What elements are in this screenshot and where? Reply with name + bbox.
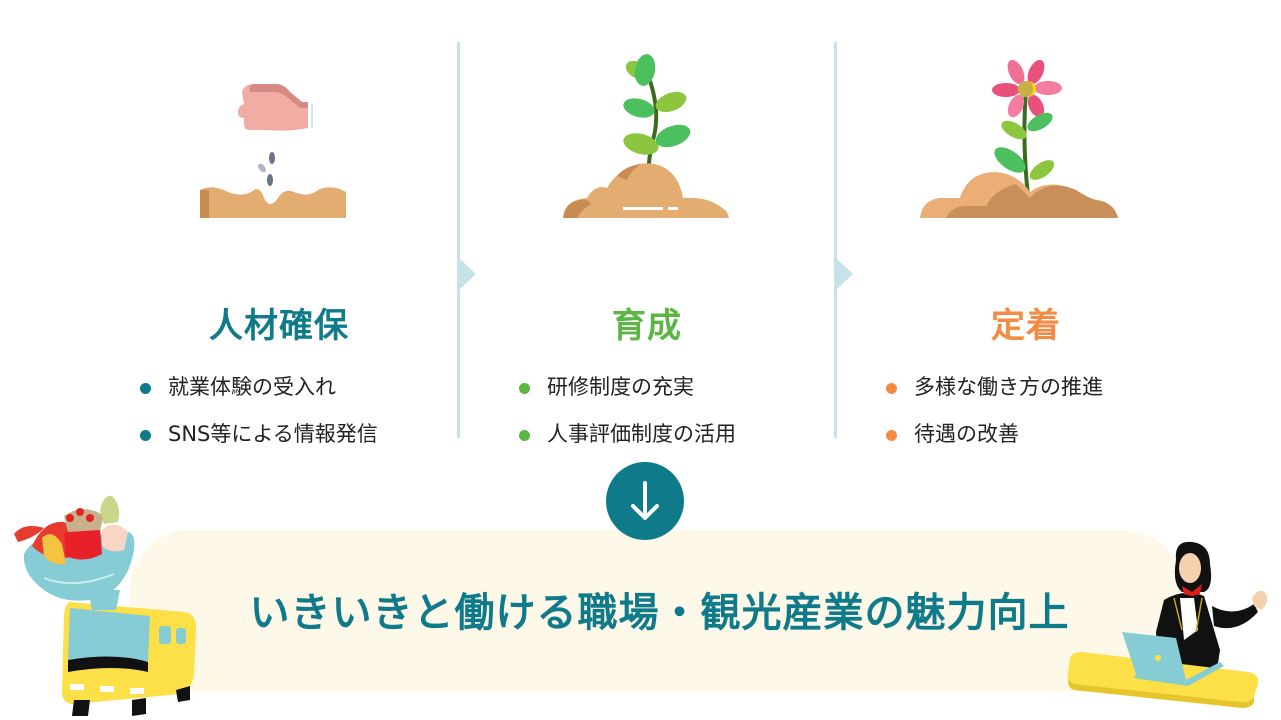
stage-title: 人材確保 — [209, 306, 349, 346]
flower-icon — [920, 60, 1118, 218]
stage-title: 定着 — [991, 306, 1061, 346]
list-item: 多様な働き方の推進 — [886, 364, 1103, 411]
stage-title: 育成 — [612, 306, 682, 346]
hand-sowing-seeds-icon — [200, 84, 346, 218]
list-item: 待遇の改善 — [886, 411, 1103, 458]
stage-divider — [834, 42, 837, 438]
seafood-bowl-bus-illustration — [14, 495, 196, 716]
bullet-dot — [519, 430, 530, 441]
outcome-text: いきいきと働ける職場・観光産業の魅力向上 — [249, 590, 1070, 636]
bullet-dot — [886, 430, 897, 441]
chevron-right-icon — [459, 258, 476, 290]
bullet-dot — [886, 383, 897, 394]
stage-retention: 定着 多様な働き方の推進 待遇の改善 — [836, 42, 1216, 446]
arrow-down-icon — [631, 481, 659, 520]
bullet-list: 就業体験の受入れ SNS等による情報発信 — [140, 364, 378, 458]
stage-training: 育成 研修制度の充実 人事評価制度の活用 — [459, 42, 835, 446]
list-item: SNS等による情報発信 — [140, 411, 378, 458]
outcome-banner — [130, 530, 1190, 692]
bullet-dot — [140, 430, 151, 441]
stage-recruitment: 人材確保 就業体験の受入れ SNS等による情報発信 — [100, 42, 458, 446]
bullet-list: 多様な働き方の推進 待遇の改善 — [886, 364, 1103, 458]
list-item: 人事評価制度の活用 — [519, 411, 736, 458]
sprout-icon — [563, 54, 729, 218]
bullet-dot — [140, 383, 151, 394]
stage-divider — [457, 42, 460, 438]
receptionist-with-laptop-illustration — [1067, 541, 1268, 708]
down-arrow-badge — [606, 462, 684, 540]
list-item: 就業体験の受入れ — [140, 364, 378, 411]
bullet-list: 研修制度の充実 人事評価制度の活用 — [519, 364, 736, 458]
list-item: 研修制度の充実 — [519, 364, 736, 411]
chevron-right-icon — [836, 258, 853, 290]
bullet-dot — [519, 383, 530, 394]
